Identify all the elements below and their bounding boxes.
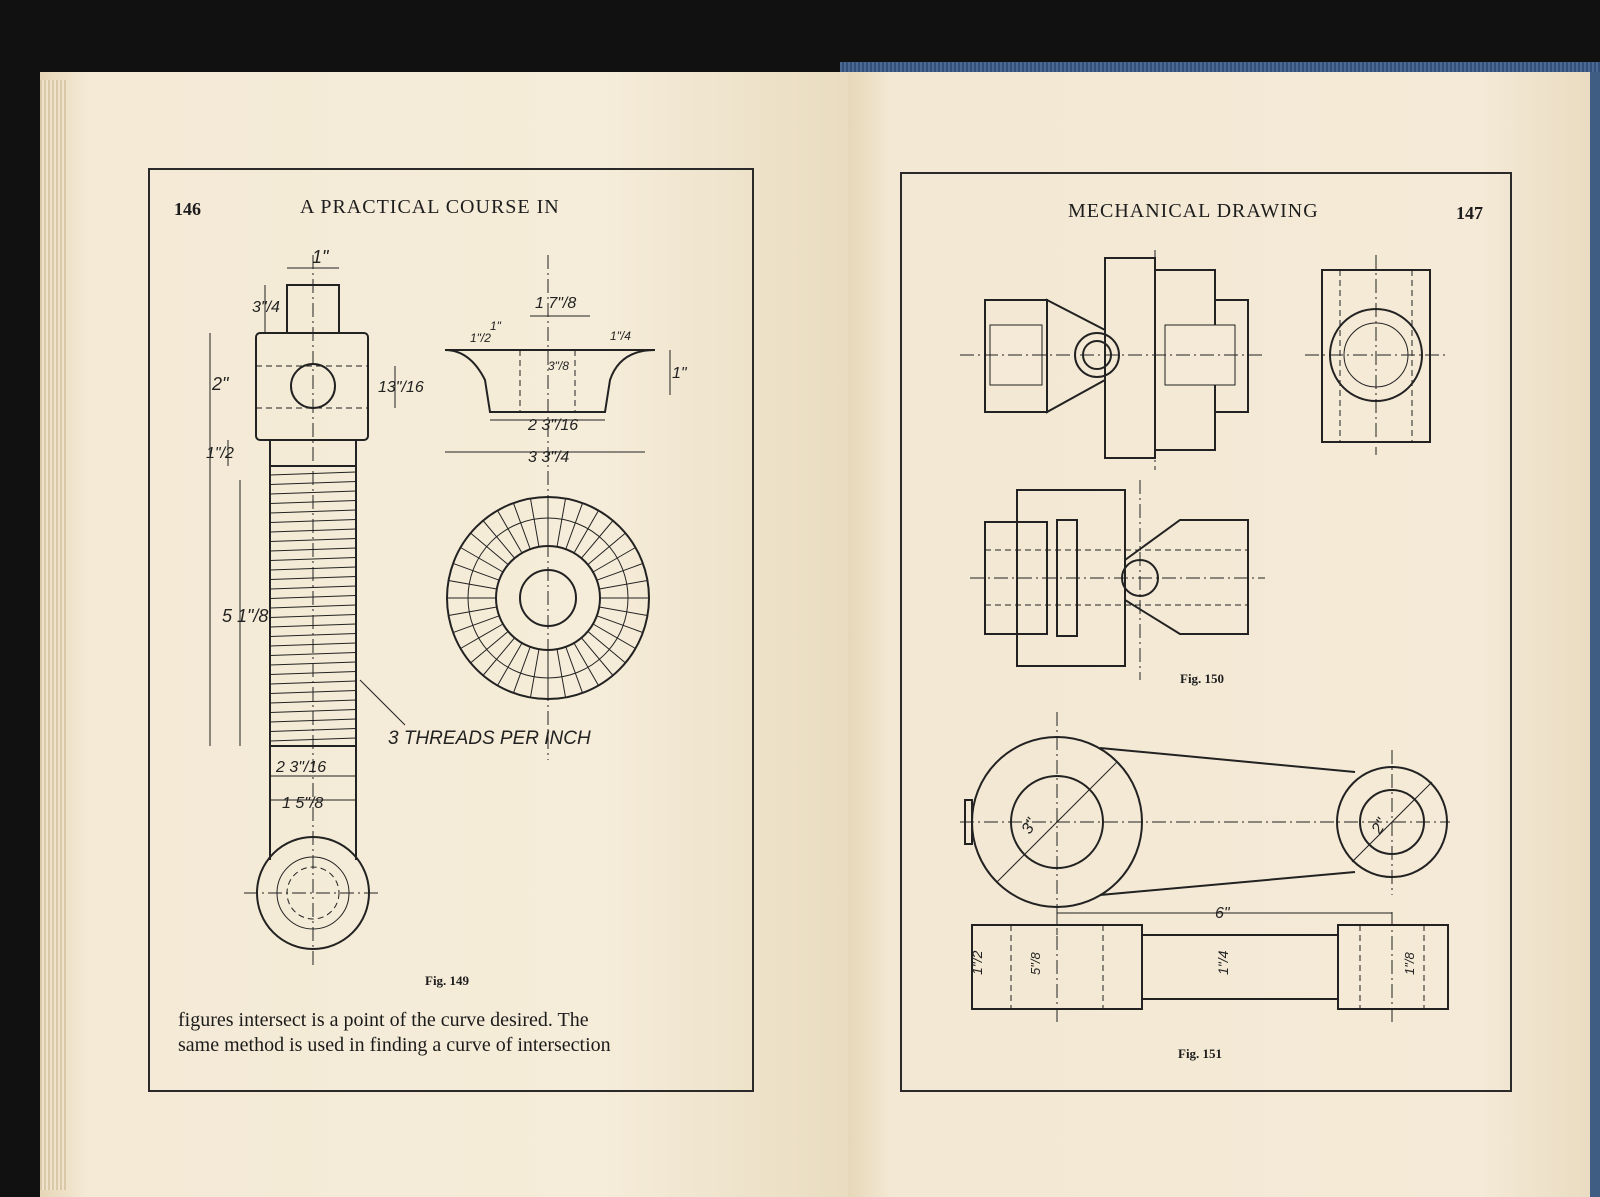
dim-gear-inner: 2 3"/16 bbox=[527, 417, 578, 434]
dim-shank-height: 3"/4 bbox=[252, 299, 280, 316]
dim-eye-width: 1 5"/8 bbox=[282, 795, 323, 812]
dim-small-dia: 2" bbox=[1368, 815, 1391, 838]
crank-arm-elevation bbox=[971, 912, 1449, 1025]
right-running-head: MECHANICAL DRAWING bbox=[1068, 200, 1319, 222]
thread-note: 3 THREADS PER INCH bbox=[388, 728, 591, 749]
body-line-2: same method is used in finding a curve o… bbox=[178, 1034, 611, 1056]
dim-thread-dia: 2 3"/16 bbox=[275, 759, 326, 776]
dim-gear-outer: 3 3"/4 bbox=[528, 449, 569, 466]
figure-150-caption: Fig. 150 bbox=[1180, 671, 1225, 686]
left-page-frame bbox=[148, 168, 754, 1092]
page-stack-edge bbox=[40, 80, 68, 1190]
right-page-frame bbox=[900, 172, 1512, 1092]
dim-arm-thick: 1"/4 bbox=[1215, 950, 1231, 975]
right-page-number: 147 bbox=[1456, 203, 1483, 223]
figure-149-caption: Fig. 149 bbox=[425, 973, 470, 988]
dim-gear-top: 1 7"/8 bbox=[535, 295, 576, 312]
figure-151-caption: Fig. 151 bbox=[1178, 1046, 1223, 1061]
dim-thread-length: 5 1"/8 bbox=[222, 606, 268, 626]
dim-left-thick: 1"/2 bbox=[969, 950, 985, 975]
dim-gear-height: 1" bbox=[672, 365, 688, 382]
dim-gear-tooth: 1" bbox=[490, 319, 502, 333]
dim-head-height: 2" bbox=[211, 374, 230, 394]
left-page-number: 146 bbox=[174, 199, 201, 219]
dim-right-boss: 1"/8 bbox=[1402, 952, 1417, 975]
left-running-head: A PRACTICAL COURSE IN bbox=[300, 196, 560, 218]
gear-front-view bbox=[446, 496, 650, 700]
cover-cloth-edge bbox=[840, 62, 1600, 72]
dim-gear-left: 1"/2 bbox=[470, 331, 491, 345]
dim-large-dia: 3" bbox=[1019, 815, 1042, 837]
coupling-end-view bbox=[1305, 255, 1448, 455]
left-page bbox=[40, 72, 848, 1197]
dim-hole: 13"/16 bbox=[378, 379, 424, 396]
body-line-1: figures intersect is a point of the curv… bbox=[178, 1009, 589, 1031]
dim-center-distance: 6" bbox=[1215, 905, 1231, 922]
coupling-plan-view bbox=[970, 480, 1265, 680]
thread-section bbox=[269, 465, 357, 747]
dim-left-boss: 5"/8 bbox=[1028, 952, 1043, 975]
dim-neck: 1"/2 bbox=[206, 445, 234, 462]
coupling-section-view bbox=[960, 250, 1265, 470]
dim-gear-right: 1"/4 bbox=[610, 329, 631, 343]
dim-shank-width: 1" bbox=[312, 247, 330, 267]
dim-gear-center: 3"/8 bbox=[548, 359, 569, 373]
crank-arm-plan bbox=[960, 712, 1450, 935]
